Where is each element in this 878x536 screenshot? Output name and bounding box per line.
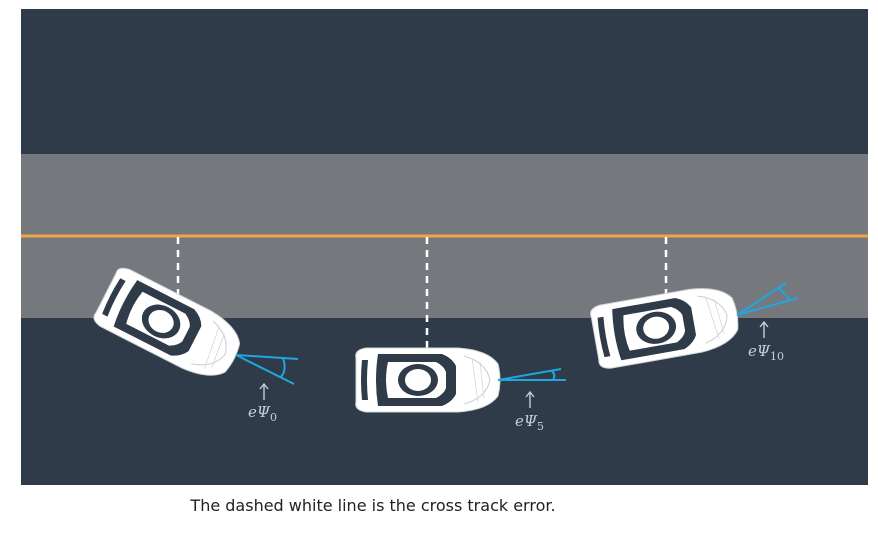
heading-error-5 <box>497 368 566 381</box>
car-icon-5 <box>355 347 501 413</box>
label-epsi0: eΨ0 <box>248 403 277 424</box>
up-arrow-icon-0 <box>259 382 269 400</box>
label-epsi5: eΨ5 <box>515 412 544 433</box>
up-arrow-icon-10 <box>759 320 769 338</box>
heading-error-0 <box>235 354 299 385</box>
up-arrow-icon-5 <box>525 390 535 408</box>
label-epsi10: eΨ10 <box>748 342 784 363</box>
heading-error-10 <box>736 282 799 316</box>
figure-caption: The dashed white line is the cross track… <box>190 496 556 515</box>
